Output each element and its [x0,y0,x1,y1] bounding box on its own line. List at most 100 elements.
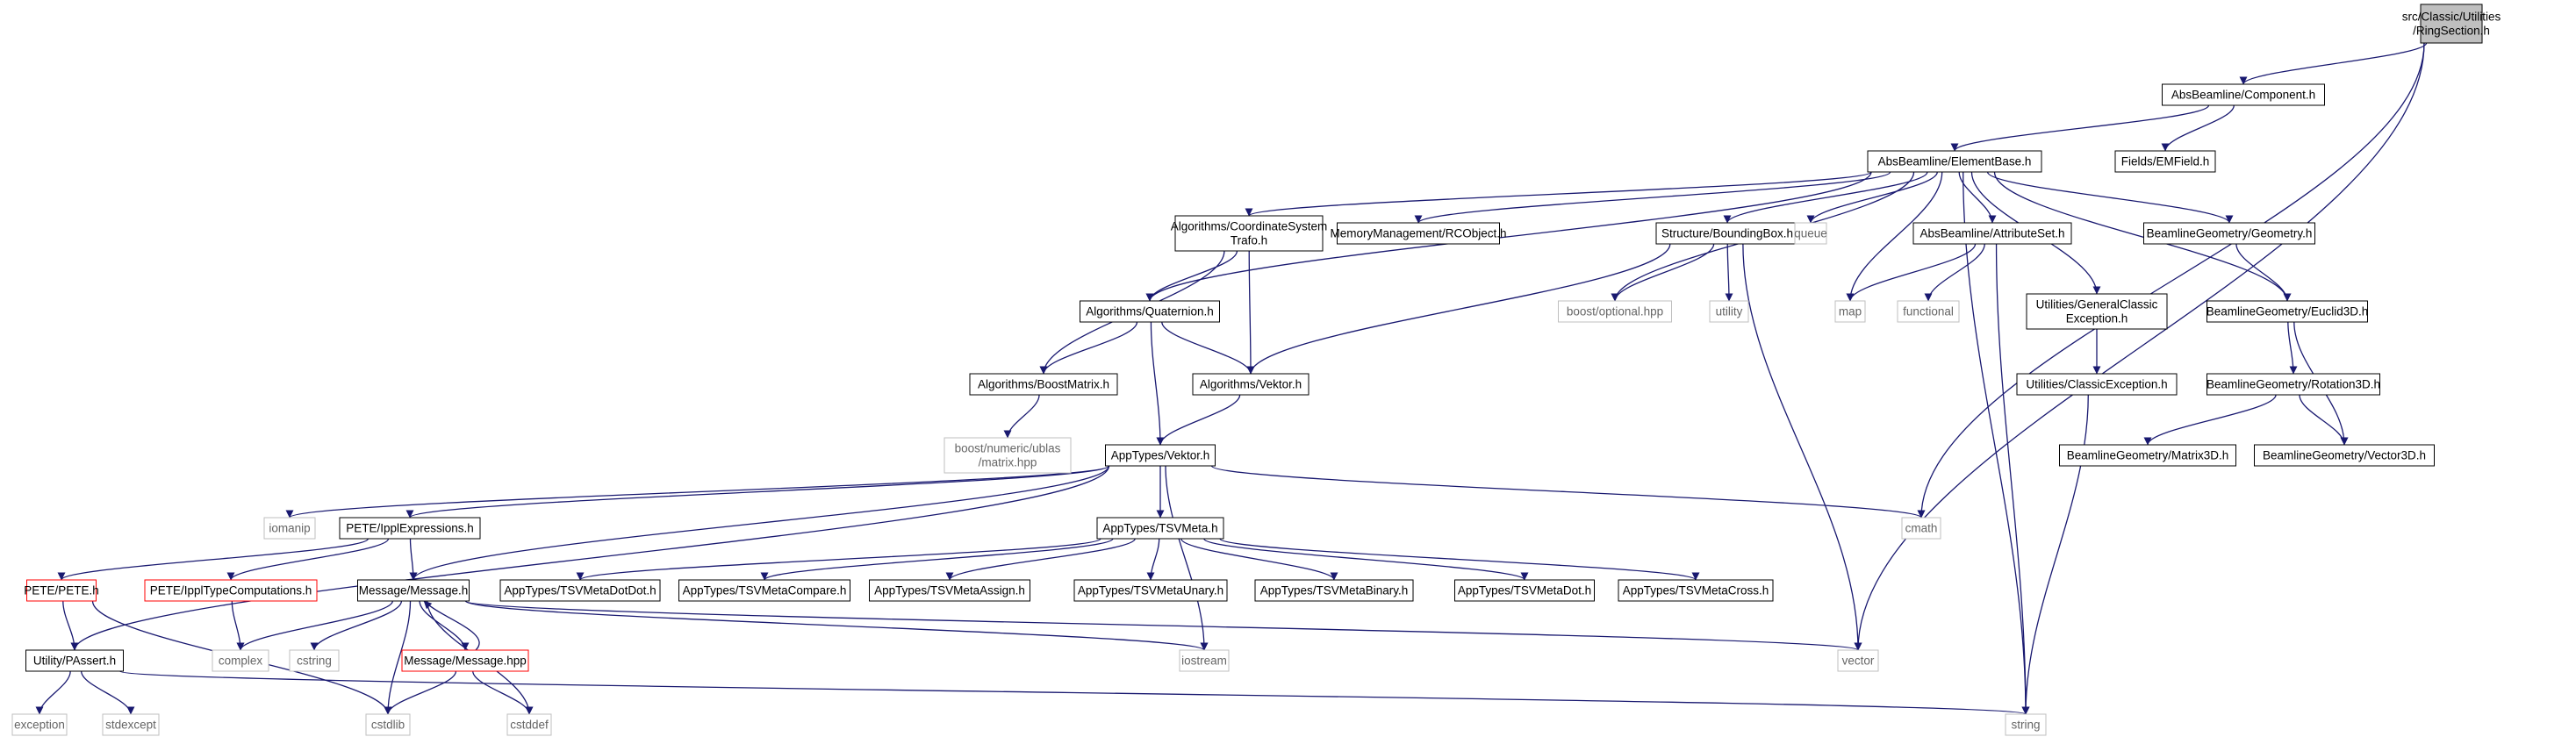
node-attributeset[interactable]: AbsBeamline/AttributeSet.h [1912,222,2072,245]
edge-euclid3d-to-rotation3d [2287,321,2298,375]
edge-tsvmeta-to-tsvdotdot [576,538,1101,581]
node-tsvbinary[interactable]: AppTypes/TSVMetaBinary.h [1254,579,1414,602]
node-cstring[interactable]: cstring [289,649,340,672]
node-ring[interactable]: src/Classic/Utilities/RingSection.h [2402,4,2501,44]
node-box [1080,300,1220,323]
node-tsvdotdot[interactable]: AppTypes/TSVMetaDotDot.h [499,579,661,602]
node-appvektor[interactable]: AppTypes/Vektor.h [1105,444,1216,467]
node-label: AppTypes/TSVMetaCompare.h [683,584,847,597]
node-box [1897,300,1960,323]
node-emfield[interactable]: Fields/EMField.h [2114,150,2216,173]
edge-elementbase-to-geometry [1986,171,2234,224]
node-label: AppTypes/TSVMetaDot.h [1458,584,1591,597]
node-box [2206,373,2380,396]
node-pete[interactable]: PETE/PETE.h [24,579,99,602]
node-layer: src/Classic/Utilities/RingSection.hAbsBe… [11,4,2501,736]
edge-elementbase-to-queue [1806,171,1938,224]
node-box [2143,222,2315,245]
node-complex[interactable]: complex [212,649,269,672]
node-algvektor[interactable]: Algorithms/Vektor.h [1192,373,1310,396]
node-tsvunary[interactable]: AppTypes/TSVMetaUnary.h [1073,579,1228,602]
node-rcobject[interactable]: MemoryManagement/RCObject.h [1330,222,1507,245]
edge-coordtrafo-to-quaternion [1145,250,1238,302]
node-queue[interactable]: queue [1794,222,1827,245]
node-box [1558,300,1672,323]
node-box [506,713,552,736]
node-euclid3d[interactable]: BeamlineGeometry/Euclid3D.h [2206,300,2369,323]
node-label: Trafo.h [1231,234,1267,247]
node-iomanip[interactable]: iomanip [263,517,316,540]
node-box [2114,150,2216,173]
node-message[interactable]: Message/Message.h [357,579,470,602]
node-tsvcross[interactable]: AppTypes/TSVMetaCross.h [1618,579,1774,602]
node-tsvassign[interactable]: AppTypes/TSVMetaAssign.h [869,579,1030,602]
node-label: string [2011,719,2040,732]
edge-messagehpp-to-cstdlib [384,670,457,715]
node-box [2059,444,2236,467]
edge-tsvmeta-to-tsvdot [1203,538,1529,581]
node-exception[interactable]: exception [11,713,68,736]
node-geometry[interactable]: BeamlineGeometry/Geometry.h [2143,222,2315,245]
node-box [1834,300,1866,323]
node-cmath[interactable]: cmath [1901,517,1941,540]
node-box [2005,713,2047,736]
node-label: complex [219,655,263,668]
edge-message-to-iostream [464,600,1209,651]
node-vector[interactable]: vector [1837,649,1879,672]
node-classicexception[interactable]: Utilities/ClassicException.h [2016,373,2178,396]
node-label: Utilities/GeneralClassic [2036,298,2158,311]
node-label: iomanip [269,522,310,535]
node-box [11,713,68,736]
node-label: Structure/BoundingBox.h [1661,227,1793,240]
node-string[interactable]: string [2005,713,2047,736]
node-passert[interactable]: Utility/PAssert.h [25,649,124,672]
node-ublas[interactable]: boost/numeric/ublas/matrix.hpp [944,437,1072,474]
node-quaternion[interactable]: Algorithms/Quaternion.h [1080,300,1220,323]
node-messagehpp[interactable]: Message/Message.hpp [401,649,529,672]
edge-ring-to-component [2239,42,2428,85]
node-box [1912,222,2072,245]
edge-elementbase-to-quaternion [1145,171,1872,302]
node-boundingbox[interactable]: Structure/BoundingBox.h [1655,222,1799,245]
edge-elementbase-to-attributeset [1958,171,1997,224]
node-map[interactable]: map [1834,300,1866,323]
node-component[interactable]: AbsBeamline/Component.h [2162,83,2325,106]
edge-elementbase-to-boundingbox [1723,171,1928,224]
edge-ipplexpr-to-pete [57,538,370,581]
node-cstddef[interactable]: cstddef [506,713,552,736]
node-label: Algorithms/CoordinateSystem [1171,220,1328,233]
node-utility[interactable]: utility [1709,300,1749,323]
node-ippltype[interactable]: PETE/IpplTypeComputations.h [144,579,318,602]
node-vector3d[interactable]: BeamlineGeometry/Vector3D.h [2254,444,2435,467]
edge-message-to-cstring [310,600,403,651]
node-label: functional [1903,305,1954,318]
node-tsvdot[interactable]: AppTypes/TSVMetaDot.h [1454,579,1595,602]
node-boostmatrix[interactable]: Algorithms/BoostMatrix.h [969,373,1118,396]
node-box [2206,300,2368,323]
edge-passert-to-stdexcept [81,670,135,715]
edge-message-to-cstdlib [384,600,412,715]
node-label: cstddef [510,719,549,732]
node-label: utility [1716,305,1743,318]
node-label: AbsBeamline/Component.h [2171,89,2315,102]
node-stdexcept[interactable]: stdexcept [102,713,160,736]
node-box [1254,579,1414,602]
node-cstdlib[interactable]: cstdlib [365,713,411,736]
edge-attributeset-to-string [1995,243,2030,715]
edge-tsvmeta-to-tsvassign [945,538,1136,581]
node-box [401,649,529,672]
node-iostream[interactable]: iostream [1179,649,1230,672]
node-tsvmeta[interactable]: AppTypes/TSVMeta.h [1096,517,1224,540]
node-elementbase[interactable]: AbsBeamline/ElementBase.h [1867,150,2042,173]
node-functional[interactable]: functional [1897,300,1960,323]
node-box [678,579,850,602]
node-matrix3d[interactable]: BeamlineGeometry/Matrix3D.h [2059,444,2236,467]
node-ipplexpr[interactable]: PETE/IpplExpressions.h [339,517,481,540]
node-boostoptional[interactable]: boost/optional.hpp [1558,300,1672,323]
node-rotation3d[interactable]: BeamlineGeometry/Rotation3D.h [2206,373,2380,396]
node-label: Fields/EMField.h [2121,155,2210,168]
edge-elementbase-to-euclid3d [1993,171,2292,302]
node-tsvcompare[interactable]: AppTypes/TSVMetaCompare.h [678,579,850,602]
